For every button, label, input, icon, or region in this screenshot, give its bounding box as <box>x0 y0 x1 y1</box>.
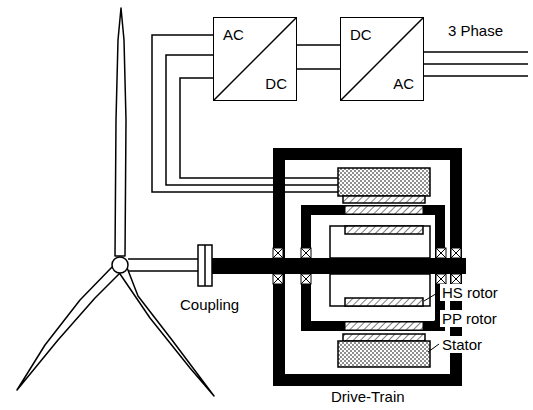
bearing <box>436 274 446 284</box>
converter-label: AC <box>223 27 244 42</box>
bearing <box>273 274 283 284</box>
drive-train-label: Drive-Train <box>331 389 405 404</box>
part-label: HS rotor <box>440 284 500 301</box>
bearing <box>273 248 283 258</box>
leader-lines <box>424 292 439 352</box>
part-label: PP rotor <box>440 310 499 327</box>
bearing-cross <box>273 274 283 284</box>
grid-lines <box>423 52 528 76</box>
bearing <box>451 274 461 284</box>
bearings <box>273 248 461 284</box>
bearing <box>436 248 446 258</box>
bearing-cross <box>301 274 311 284</box>
bearing-cross <box>301 248 311 258</box>
bearing-cross <box>273 248 283 258</box>
high-speed-shaft <box>212 258 466 274</box>
bearing-cross <box>436 248 446 258</box>
bearing <box>301 274 311 284</box>
cable-connector <box>297 45 340 69</box>
blade <box>115 8 126 256</box>
bearing <box>301 248 311 258</box>
rotor-blades <box>17 8 214 396</box>
bearing <box>451 248 461 258</box>
converter-label: AC <box>393 76 414 91</box>
wire <box>297 68 340 70</box>
grid-label: 3 Phase <box>446 22 505 39</box>
converter-label: DC <box>350 27 372 42</box>
converter-box: DC AC <box>340 17 424 101</box>
part-label: Stator <box>440 336 484 353</box>
coupling <box>198 245 212 286</box>
bearing-cross <box>451 248 461 258</box>
low-speed-shaft <box>128 259 198 271</box>
part-label: Coupling <box>178 296 241 313</box>
bearing-cross <box>451 274 461 284</box>
bearing-cross <box>436 274 446 284</box>
hub <box>112 257 128 273</box>
drive-train: Drive-Train <box>273 148 462 410</box>
converter-label: DC <box>265 76 287 91</box>
stator-wires <box>273 178 338 192</box>
converter-box: AC DC <box>213 17 297 101</box>
wire <box>297 44 340 46</box>
blade <box>17 265 122 390</box>
